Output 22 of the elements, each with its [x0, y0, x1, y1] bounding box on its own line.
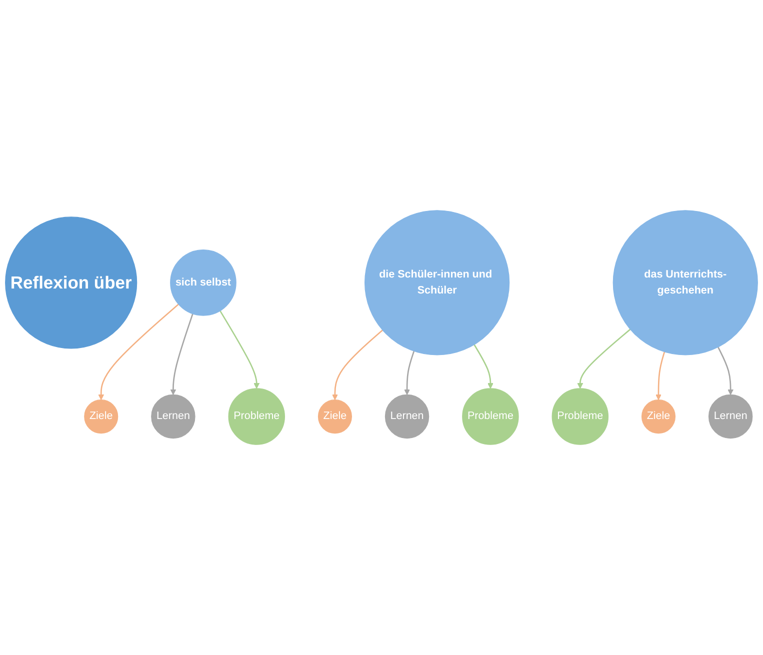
node-circle: Probleme: [228, 388, 285, 445]
arrow: [404, 350, 415, 396]
node-circle: Lernen: [708, 394, 753, 439]
node-circle: die Schüler-innen und Schüler: [364, 210, 510, 356]
arrow: [332, 330, 384, 400]
arrow: [656, 352, 666, 400]
node-circle: Probleme: [552, 388, 609, 445]
node-circle: Ziele: [318, 400, 352, 434]
node-circle: Lernen: [384, 394, 430, 439]
node-circle: sich selbst: [170, 249, 236, 316]
arrow: [717, 346, 734, 396]
node-circle: Lernen: [151, 394, 196, 439]
node-circle: Probleme: [462, 388, 519, 445]
arrow: [220, 310, 260, 389]
arrow: [98, 304, 179, 400]
node-circle: Ziele: [641, 400, 676, 434]
arrow: [170, 314, 194, 396]
node-circle: Ziele: [84, 400, 118, 434]
node-circle: das Unterrichts-geschehen: [612, 210, 758, 356]
node-circle: Reflexion über: [5, 216, 138, 349]
arrow: [577, 328, 631, 389]
arrow: [474, 344, 494, 389]
